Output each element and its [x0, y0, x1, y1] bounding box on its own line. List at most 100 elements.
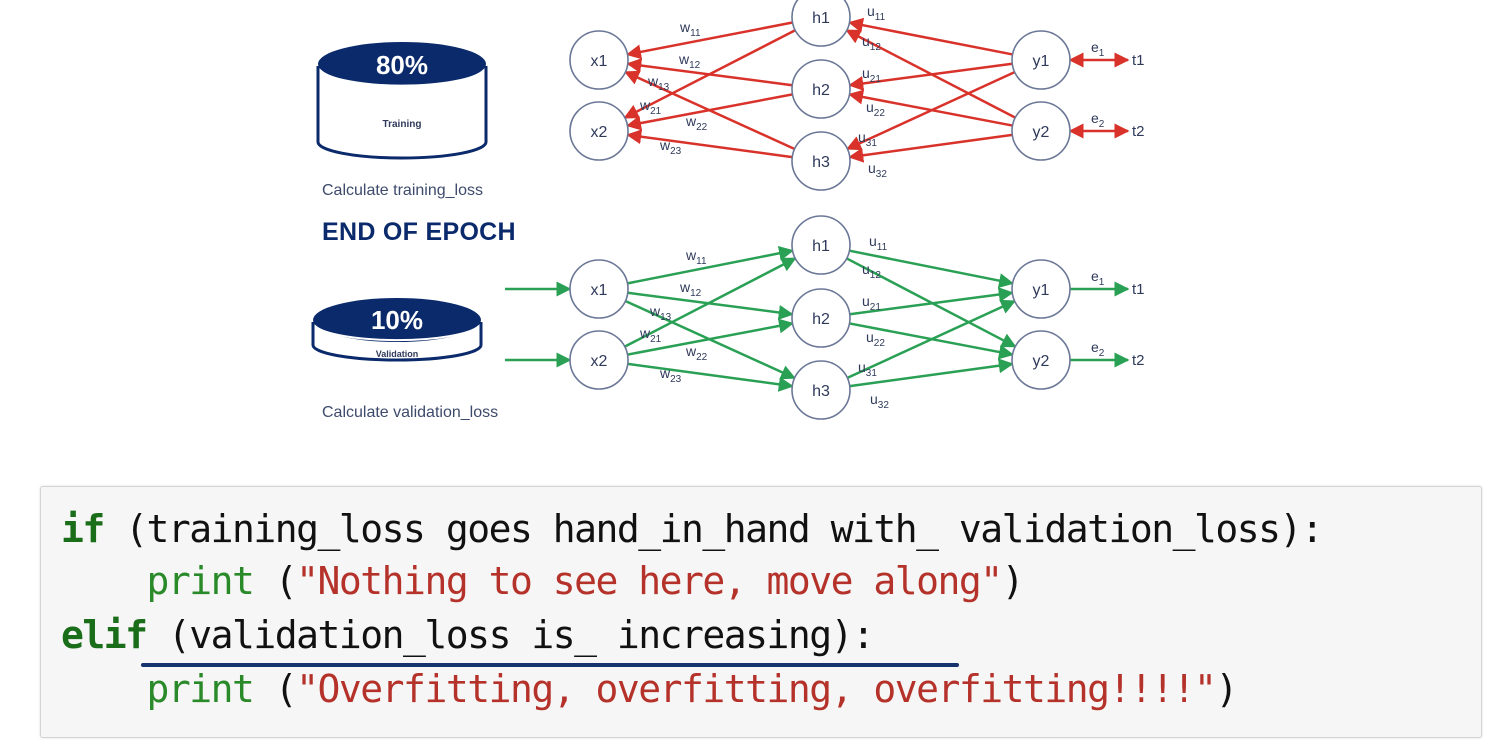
weight-label-w22: w22: [685, 113, 708, 133]
weight-label-w13: w13: [649, 303, 672, 323]
weight-label-w23-subscript: 23: [670, 374, 682, 385]
training-percent: 80%: [376, 50, 428, 80]
code-text: (: [253, 667, 298, 711]
weight-label-w22: w22: [685, 343, 708, 363]
weight-label-u11: u11: [869, 233, 888, 253]
error-label-subscript: 1: [1099, 48, 1105, 59]
input-node-x1-label: x1: [591, 282, 608, 299]
edge-x2-h3: [627, 362, 794, 392]
edge-h3-y1: [846, 299, 1017, 380]
target-label: t1: [1132, 52, 1145, 69]
edge-x2-h2: [627, 318, 794, 356]
weight-label-u12-subscript: 12: [870, 270, 882, 281]
code-text: (training_loss goes hand_in_hand with_ v…: [103, 507, 1324, 551]
hidden-node-h2-label: h2: [812, 82, 830, 99]
hidden-node-h2: [791, 59, 851, 119]
edge-h1-y1: [849, 249, 1015, 289]
weight-label-u22: u22: [866, 329, 885, 349]
code-text: ): [1001, 559, 1025, 603]
weight-label-w13-base: w: [649, 303, 661, 319]
weight-label-u32-subscript: 32: [876, 169, 888, 180]
edge-x2-h1: [623, 29, 796, 119]
output-node-y1: [1011, 30, 1071, 90]
weight-label-w11-base: w: [685, 247, 697, 263]
weight-label-w13-subscript: 13: [658, 82, 670, 93]
hidden-node-h3: [791, 131, 851, 191]
validation-label: Validation: [376, 349, 419, 359]
validation-loss-caption: Calculate validation_loss: [322, 404, 499, 421]
edge-h3-y2: [849, 358, 1014, 388]
code-line-1: if (training_loss goes hand_in_hand with…: [61, 507, 1324, 551]
validation-percent: 10%: [371, 305, 423, 335]
edge-x2-h3: [626, 129, 793, 159]
output-node-y1-label: y1: [1033, 53, 1050, 70]
output-node-y1-label: y1: [1033, 282, 1050, 299]
weight-label-w12-subscript: 12: [690, 288, 702, 299]
edge-x2-h2: [626, 93, 793, 131]
weight-label-u31-base: u: [858, 359, 866, 375]
weight-label-w13-base: w: [647, 73, 659, 89]
weight-label-u11-base: u: [867, 3, 875, 19]
weight-label-w23-base: w: [659, 137, 671, 153]
weight-label-u12-base: u: [862, 33, 870, 49]
weight-label-w13-subscript: 13: [660, 312, 672, 323]
weight-label-u22-base: u: [866, 99, 874, 115]
error-label: e2: [1091, 110, 1105, 130]
code-keyword: if: [61, 507, 105, 551]
hidden-node-h3-label: h3: [812, 154, 830, 171]
weight-label-u21-base: u: [862, 293, 870, 309]
weight-label-u31-subscript: 31: [866, 368, 878, 379]
output-node-y2: [1011, 330, 1071, 390]
weight-label-u32-subscript: 32: [878, 400, 890, 411]
weight-label-w11-subscript: 11: [690, 28, 701, 39]
weight-label-w12: w12: [678, 51, 701, 71]
error-label-subscript: 1: [1099, 277, 1105, 288]
edge-x1-h1: [627, 245, 795, 285]
code-builtin: print: [146, 667, 255, 711]
hidden-node-h3-label: h3: [812, 383, 830, 400]
weight-label-u32: u32: [868, 160, 887, 180]
weight-label-u12: u12: [862, 261, 881, 281]
training-label: Training: [383, 119, 422, 130]
weight-label-u12: u12: [862, 33, 881, 53]
code-text: [61, 667, 147, 711]
weight-label-u21: u21: [862, 65, 881, 85]
weight-label-u11: u11: [867, 3, 886, 23]
hidden-node-h1-label: h1: [812, 10, 830, 27]
weight-label-w22-subscript: 22: [696, 122, 708, 133]
weight-label-w12: w12: [679, 279, 702, 299]
weight-label-u21-base: u: [862, 65, 870, 81]
weight-label-u31-base: u: [858, 129, 866, 145]
weight-label-w13: w13: [647, 73, 670, 93]
error-label-base: e: [1091, 339, 1099, 355]
weight-label-w21-base: w: [639, 325, 651, 341]
weight-label-u31-subscript: 31: [866, 138, 878, 149]
target-label: t2: [1132, 352, 1145, 369]
output-node-y2: [1011, 101, 1071, 161]
error-label-base: e: [1091, 268, 1099, 284]
input-node-x1: [569, 259, 629, 319]
code-line-2: print ("Nothing to see here, move along"…: [61, 559, 1025, 603]
code-text: (: [253, 559, 298, 603]
weight-label-u21-subscript: 21: [870, 302, 882, 313]
hidden-node-h2-label: h2: [812, 311, 830, 328]
weight-label-w22-subscript: 22: [696, 352, 708, 363]
training-dataset-cylinder: 80% Training: [316, 42, 488, 160]
weight-label-w21: w21: [639, 325, 662, 345]
error-label: e1: [1091, 268, 1105, 288]
output-node-y2-label: y2: [1033, 353, 1050, 370]
training-loss-caption: Calculate training_loss: [322, 182, 483, 199]
code-builtin: print: [146, 559, 255, 603]
error-label-base: e: [1091, 39, 1099, 55]
weight-label-w23-base: w: [659, 365, 671, 381]
input-node-x2: [569, 330, 629, 390]
target-label: t2: [1132, 123, 1145, 140]
hidden-node-h1: [791, 215, 851, 275]
edge-h3-y2: [848, 133, 1013, 163]
weight-label-w21: w21: [639, 97, 662, 117]
code-text: ): [1215, 667, 1238, 711]
error-label-subscript: 2: [1099, 119, 1105, 130]
